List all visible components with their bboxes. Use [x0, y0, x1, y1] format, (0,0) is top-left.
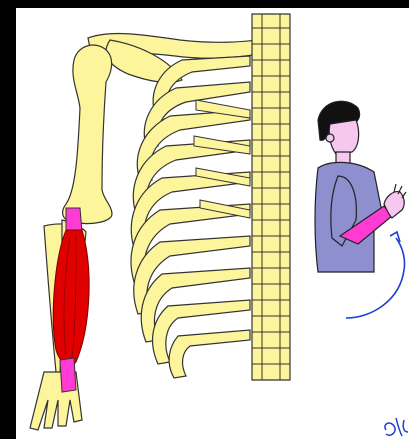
lower-tendon: [60, 358, 76, 392]
upper-tendon: [66, 208, 82, 232]
demo-figure: [315, 101, 406, 272]
sternum: [252, 14, 290, 380]
rib-cage: [131, 56, 250, 378]
watermark-logo: [385, 418, 408, 436]
humerus: [63, 45, 112, 224]
ear: [326, 134, 334, 142]
